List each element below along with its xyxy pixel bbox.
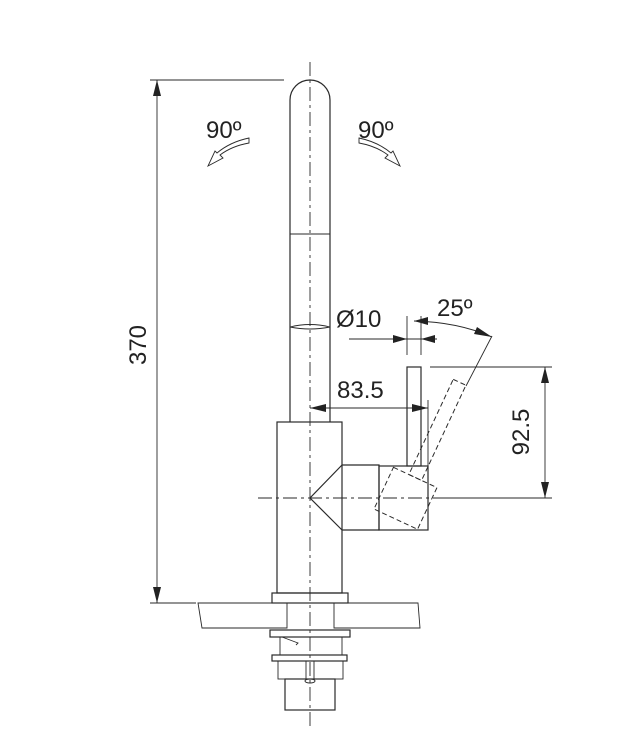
rotation-left-label: 90º xyxy=(206,117,242,144)
rotation-right-label: 90º xyxy=(358,117,394,144)
lever-handle xyxy=(373,366,467,530)
rotation-right: 90º xyxy=(358,117,401,168)
faucet-body xyxy=(276,421,429,594)
countertop xyxy=(197,592,421,711)
lever-height-dimension: 92.5 xyxy=(430,366,552,499)
angle-label: 25º xyxy=(437,295,473,322)
spout xyxy=(289,79,331,422)
height-label: 370 xyxy=(125,325,152,365)
reach-label: 83.5 xyxy=(337,377,384,404)
diameter-dimension: Ø10 xyxy=(336,306,437,355)
angle-dimension: 25º xyxy=(413,295,493,387)
rotation-left: 90º xyxy=(206,117,250,168)
lever-height-label: 92.5 xyxy=(508,409,535,456)
diameter-label: Ø10 xyxy=(336,306,381,333)
rotate-right-arrow-icon xyxy=(358,137,401,168)
reach-dimension: 83.5 xyxy=(310,377,429,466)
height-dimension: 370 xyxy=(125,79,284,604)
rotate-left-arrow-icon xyxy=(207,137,250,168)
